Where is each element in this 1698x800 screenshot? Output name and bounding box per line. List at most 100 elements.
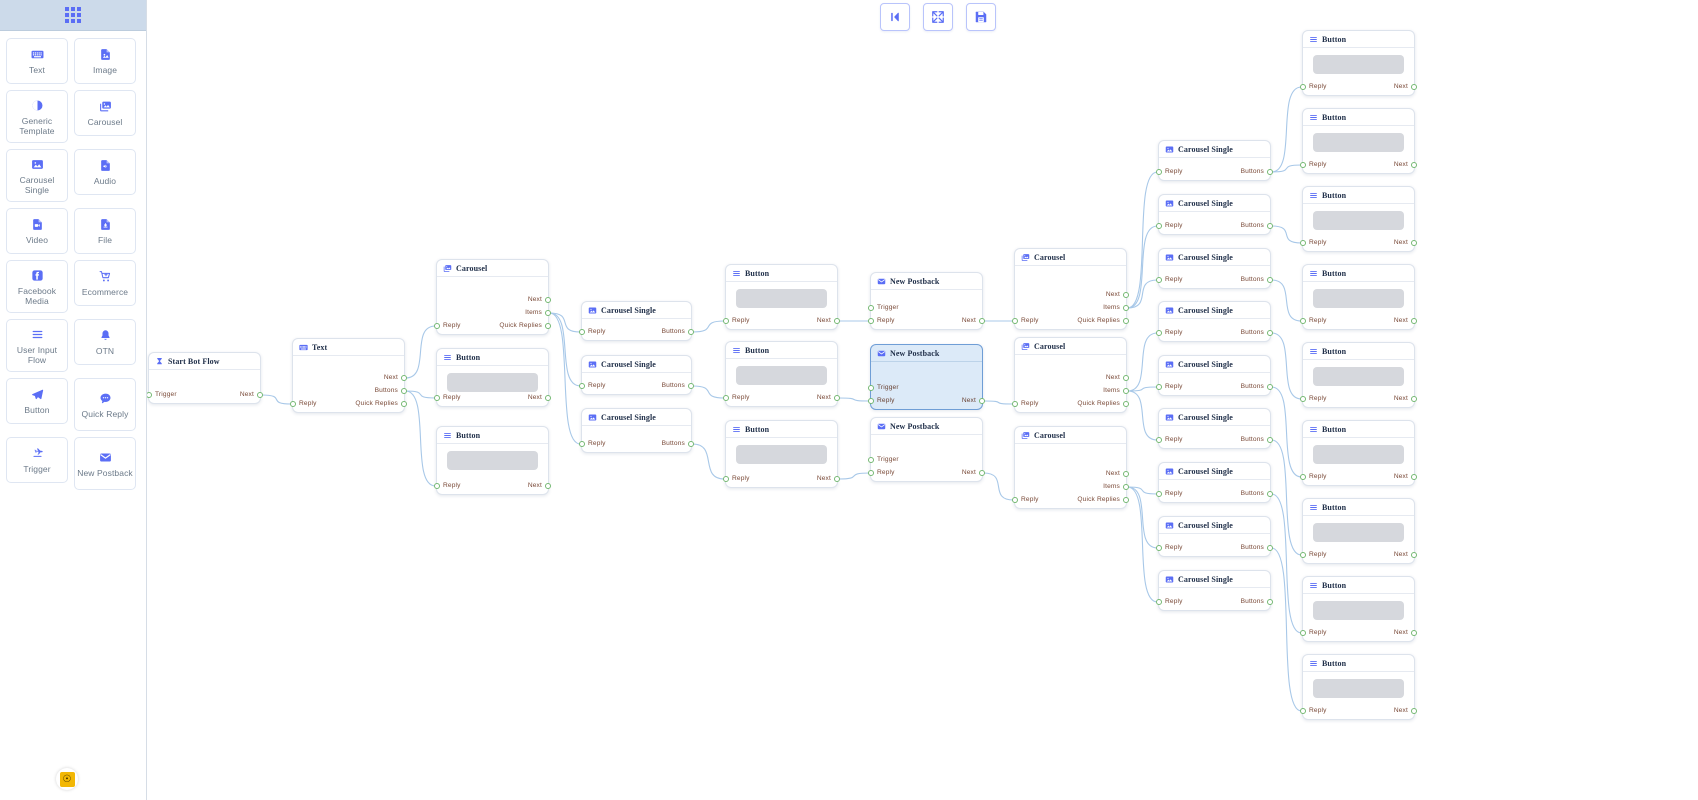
port-out-next[interactable]: Next bbox=[1394, 551, 1417, 558]
port-in-reply[interactable]: Reply bbox=[723, 317, 750, 324]
port-out-next[interactable]: Next bbox=[1106, 374, 1129, 381]
port-out-buttons[interactable]: Buttons bbox=[1241, 598, 1273, 605]
palette-item-audio[interactable]: Audio bbox=[74, 149, 136, 195]
port-out-next[interactable]: Next bbox=[1106, 291, 1129, 298]
port-in-reply[interactable]: Reply bbox=[579, 382, 606, 389]
port-out-next[interactable]: Next bbox=[1106, 470, 1129, 477]
port-out-buttons[interactable]: Buttons bbox=[1241, 436, 1273, 443]
palette-item-button[interactable]: Button bbox=[6, 378, 68, 424]
port-out-buttons[interactable]: Buttons bbox=[1241, 383, 1273, 390]
port-in-reply[interactable]: Reply bbox=[1156, 329, 1183, 336]
port-in-reply[interactable]: Reply bbox=[1300, 551, 1327, 558]
palette-item-otn[interactable]: OTN bbox=[74, 319, 136, 365]
port-in-reply[interactable]: Reply bbox=[579, 328, 606, 335]
user-avatar[interactable]: ☉ bbox=[56, 768, 78, 790]
palette-item-image[interactable]: Image bbox=[74, 38, 136, 84]
port-in-reply[interactable]: Reply bbox=[1156, 598, 1183, 605]
port-out-next[interactable]: Next bbox=[962, 469, 985, 476]
palette-item-generic-template[interactable]: Generic Template bbox=[6, 90, 68, 143]
save-button[interactable] bbox=[966, 3, 996, 31]
port-in-reply[interactable]: Reply bbox=[290, 400, 317, 407]
port-out-buttons[interactable]: Buttons bbox=[1241, 490, 1273, 497]
port-in-reply[interactable]: Reply bbox=[1156, 544, 1183, 551]
port-out-next[interactable]: Next bbox=[528, 296, 551, 303]
port-in-reply[interactable]: Reply bbox=[868, 469, 895, 476]
reset-view-button[interactable] bbox=[880, 3, 910, 31]
port-in-reply[interactable]: Reply bbox=[723, 394, 750, 401]
port-out-next[interactable]: Next bbox=[817, 394, 840, 401]
port-in-reply[interactable]: Reply bbox=[434, 394, 461, 401]
port-in-reply[interactable]: Reply bbox=[723, 475, 750, 482]
port-in-reply[interactable]: Reply bbox=[1156, 276, 1183, 283]
port-out-items[interactable]: Items bbox=[1103, 387, 1129, 394]
port-out-next[interactable]: Next bbox=[528, 394, 551, 401]
port-out-next[interactable]: Next bbox=[1394, 629, 1417, 636]
palette-item-new-postback[interactable]: New Postback bbox=[74, 437, 136, 490]
port-in-reply[interactable]: Reply bbox=[434, 322, 461, 329]
port-in-reply[interactable]: Reply bbox=[1156, 222, 1183, 229]
port-in-trigger[interactable]: Trigger bbox=[868, 304, 899, 311]
palette-item-trigger[interactable]: Trigger bbox=[6, 437, 68, 483]
port-out-buttons[interactable]: Buttons bbox=[1241, 329, 1273, 336]
port-in-trigger[interactable]: Trigger bbox=[868, 384, 899, 391]
palette-item-text[interactable]: Text bbox=[6, 38, 68, 84]
port-out-next[interactable]: Next bbox=[240, 391, 263, 398]
port-in-reply[interactable]: Reply bbox=[1300, 707, 1327, 714]
port-in-reply[interactable]: Reply bbox=[434, 482, 461, 489]
port-out-items[interactable]: Items bbox=[1103, 304, 1129, 311]
port-out-buttons[interactable]: Buttons bbox=[662, 382, 694, 389]
port-in-reply[interactable]: Reply bbox=[1300, 395, 1327, 402]
palette-item-file[interactable]: File bbox=[74, 208, 136, 254]
port-out-next[interactable]: Next bbox=[1394, 707, 1417, 714]
port-in-reply[interactable]: Reply bbox=[1012, 496, 1039, 503]
port-out-next[interactable]: Next bbox=[528, 482, 551, 489]
palette-item-ecommerce[interactable]: Ecommerce bbox=[74, 260, 136, 306]
port-out-next[interactable]: Next bbox=[962, 317, 985, 324]
port-out-next[interactable]: Next bbox=[1394, 83, 1417, 90]
port-out-buttons[interactable]: Buttons bbox=[662, 328, 694, 335]
port-in-reply[interactable]: Reply bbox=[1300, 473, 1327, 480]
palette-item-carousel[interactable]: Carousel bbox=[74, 90, 136, 136]
port-out-next[interactable]: Next bbox=[1394, 239, 1417, 246]
port-in-reply[interactable]: Reply bbox=[1156, 383, 1183, 390]
port-out-items[interactable]: Items bbox=[525, 309, 551, 316]
port-in-reply[interactable]: Reply bbox=[1300, 317, 1327, 324]
port-in-reply[interactable]: Reply bbox=[868, 397, 895, 404]
port-out-next[interactable]: Next bbox=[1394, 473, 1417, 480]
port-out-quick-replies[interactable]: Quick Replies bbox=[499, 322, 551, 329]
port-out-buttons[interactable]: Buttons bbox=[1241, 222, 1273, 229]
port-out-items[interactable]: Items bbox=[1103, 483, 1129, 490]
port-in-reply[interactable]: Reply bbox=[1156, 168, 1183, 175]
grid-apps-icon[interactable] bbox=[65, 7, 81, 23]
port-out-next[interactable]: Next bbox=[817, 317, 840, 324]
port-in-reply[interactable]: Reply bbox=[1300, 161, 1327, 168]
palette-item-carousel-single[interactable]: Carousel Single bbox=[6, 149, 68, 202]
port-out-next[interactable]: Next bbox=[1394, 395, 1417, 402]
port-out-quick-replies[interactable]: Quick Replies bbox=[1077, 496, 1129, 503]
port-in-trigger[interactable]: Trigger bbox=[868, 456, 899, 463]
